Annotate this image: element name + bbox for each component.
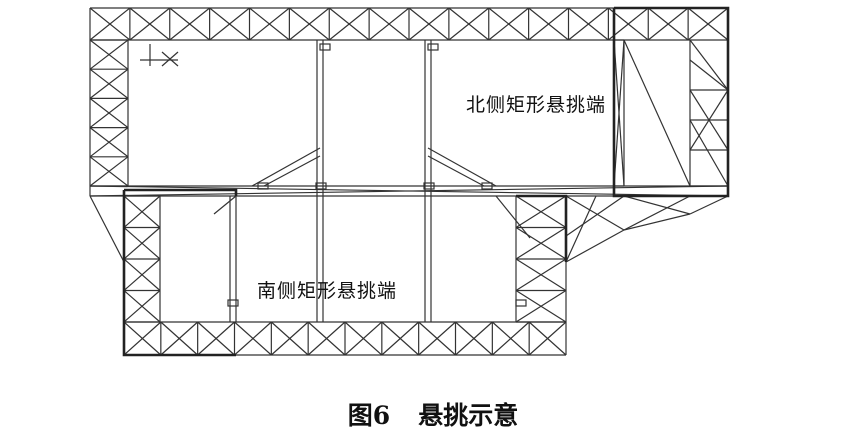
- truss-brace: [344, 321, 383, 356]
- truss-brace: [647, 7, 689, 41]
- truss-brace: [418, 321, 456, 356]
- strut: [495, 195, 531, 239]
- figure-caption: 图6 悬挑示意: [0, 396, 866, 432]
- truss-brace: [209, 7, 250, 41]
- truss-brace: [381, 321, 420, 356]
- truss-brace: [123, 227, 161, 260]
- truss-brace: [623, 39, 691, 187]
- truss-brace: [123, 290, 161, 323]
- truss-brace: [89, 39, 129, 70]
- truss-post: [689, 59, 729, 91]
- truss-brace: [565, 195, 597, 263]
- figure-title: 悬挑示意: [418, 401, 519, 430]
- truss-brace: [123, 195, 161, 228]
- truss-brace: [89, 156, 129, 187]
- strut: [213, 195, 237, 215]
- connection-plate: [315, 182, 327, 190]
- connection-plate: [319, 43, 331, 51]
- truss-brace: [89, 68, 129, 99]
- south-east-frame: [516, 194, 568, 262]
- truss-brace: [234, 321, 272, 356]
- truss-brace: [89, 185, 729, 197]
- strut: [251, 147, 321, 187]
- truss-chord: [623, 213, 691, 231]
- strut: [263, 155, 321, 187]
- north-cantilever-label: 北侧矩形悬挑端: [466, 94, 607, 116]
- truss-brace: [249, 7, 290, 41]
- south-cantilever-label: 南侧矩形悬挑端: [257, 280, 398, 302]
- connection-plate: [427, 43, 439, 51]
- truss-brace: [328, 7, 370, 41]
- truss-brace: [623, 195, 691, 231]
- truss-brace: [448, 7, 490, 41]
- truss-brace: [123, 321, 162, 356]
- connection-plate: [227, 299, 239, 307]
- truss-frame: [89, 7, 729, 356]
- south-west-frame-top: [124, 188, 238, 196]
- truss-brace: [515, 258, 567, 292]
- truss-brace: [408, 7, 450, 41]
- truss-brace: [270, 321, 309, 356]
- truss-brace: [288, 7, 330, 41]
- truss-brace: [687, 7, 729, 41]
- truss-brace: [528, 7, 569, 41]
- connection-plate: [423, 182, 435, 190]
- truss-brace: [129, 7, 171, 41]
- north-east-frame: [612, 6, 730, 198]
- truss-brace: [613, 39, 625, 187]
- truss-brace: [689, 89, 729, 151]
- connection-plate: [257, 182, 269, 190]
- connection-plate: [515, 299, 527, 307]
- truss-brace: [197, 321, 235, 356]
- axis-marker: [161, 51, 179, 67]
- truss-brace: [689, 39, 729, 91]
- truss-brace: [488, 7, 530, 41]
- truss-brace: [689, 119, 729, 187]
- truss-brace: [623, 195, 691, 215]
- figure-number: 图6: [347, 401, 391, 430]
- outline-frame: [122, 6, 730, 357]
- truss-chord: [565, 229, 625, 263]
- truss-brace: [160, 321, 199, 356]
- truss-chord: [565, 195, 625, 237]
- truss-brace: [89, 127, 129, 158]
- truss-brace: [169, 7, 211, 41]
- truss-brace: [307, 321, 346, 356]
- truss-brace: [515, 226, 567, 260]
- south-west-frame: [122, 190, 236, 357]
- truss-brace: [568, 7, 609, 41]
- truss-brace: [123, 258, 161, 291]
- strut: [427, 147, 497, 187]
- truss-brace: [565, 195, 625, 231]
- truss-brace: [89, 97, 129, 129]
- strut: [89, 195, 125, 263]
- truss-brace: [515, 289, 567, 323]
- connection-plate: [481, 182, 493, 190]
- truss-chord: [689, 195, 729, 215]
- truss-brace: [455, 321, 493, 356]
- strut: [427, 155, 485, 187]
- truss-brace: [89, 7, 131, 41]
- truss-brace: [515, 195, 567, 229]
- truss-brace: [491, 321, 530, 356]
- truss-brace: [368, 7, 410, 41]
- truss-brace: [528, 321, 567, 356]
